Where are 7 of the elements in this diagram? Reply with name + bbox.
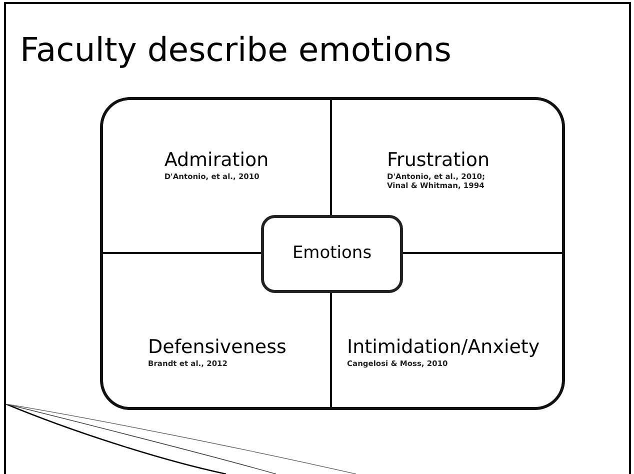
emotion-heading: Intimidation/Anxiety xyxy=(347,337,540,359)
emotion-heading: Frustration xyxy=(387,150,490,172)
slide-title: Faculty describe emotions xyxy=(20,30,452,69)
center-label: Emotions xyxy=(292,244,372,264)
emotion-heading: Admiration xyxy=(164,150,269,172)
center-box xyxy=(261,215,403,293)
emotion-heading: Defensiveness xyxy=(148,337,286,359)
